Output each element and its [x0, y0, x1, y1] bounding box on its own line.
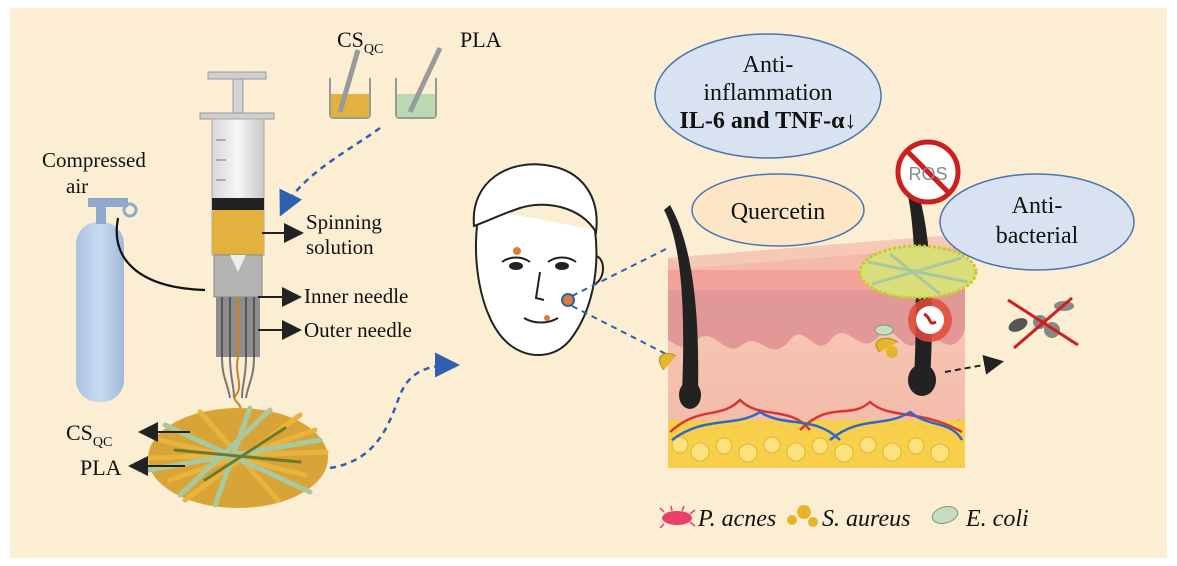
beaker-to-syringe-arrow — [279, 126, 381, 217]
outer-needle-label: Outer needle — [304, 318, 412, 342]
anti-bacterial-bubble — [939, 173, 1135, 271]
anti-bacterial-line1: Anti- — [1012, 193, 1063, 219]
quercetin-bubble — [691, 173, 865, 247]
anti-bacterial-line2: bacterial — [996, 223, 1079, 249]
compressed-air-label-line2: air — [66, 174, 88, 198]
inner-needle-label: Inner needle — [304, 284, 408, 308]
fiber-patch — [858, 244, 978, 300]
beaker-csqc — [329, 49, 371, 119]
pla-fiber-label: PLA — [80, 455, 122, 480]
fiber-mat — [145, 405, 329, 508]
legend: P. acnes S. aureus E. coli — [659, 505, 1029, 532]
spinning-solution-label-line2: solution — [306, 235, 374, 259]
hair-follicle-left — [658, 205, 701, 409]
csqc-fiber-label: CSQC — [66, 420, 112, 450]
csqc-beaker-label: CSQC — [337, 27, 383, 57]
anti-inflammation-line1: Anti- — [743, 52, 794, 78]
e-coli-icon — [931, 506, 959, 524]
syringe-arrows — [258, 223, 304, 340]
spinning-solution-label-line1: Spinning — [306, 210, 382, 234]
p-acnes-icon — [659, 505, 696, 529]
ros-label: ROS — [908, 164, 947, 184]
syringe — [199, 71, 275, 413]
anti-inflammation-line2: inflammation — [703, 80, 832, 106]
killed-bacteria — [1007, 296, 1079, 350]
s-aureus-icon — [787, 505, 818, 527]
fiber-arrows — [128, 422, 190, 476]
gas-tank — [76, 198, 206, 402]
fiber-to-face-arrow — [329, 352, 460, 470]
inflamed-pore — [908, 298, 952, 342]
face-illustration — [472, 163, 604, 357]
s-aureus-label: S. aureus — [822, 506, 910, 532]
skin-bacteria — [874, 324, 898, 358]
p-acnes-label: P. acnes — [697, 506, 776, 532]
compressed-air-label-line1: Compressed — [42, 148, 146, 172]
beaker-pla — [395, 46, 443, 119]
quercetin-label: Quercetin — [731, 199, 826, 225]
cytokine-reduction-label: IL-6 and TNF-α↓ — [680, 108, 857, 134]
face-zoom-lines — [571, 247, 669, 356]
anti-inflammation-bubble — [654, 33, 882, 159]
pla-beaker-label: PLA — [460, 27, 502, 52]
e-coli-label: E. coli — [965, 506, 1029, 532]
ros-prohibited-badge — [895, 139, 961, 205]
